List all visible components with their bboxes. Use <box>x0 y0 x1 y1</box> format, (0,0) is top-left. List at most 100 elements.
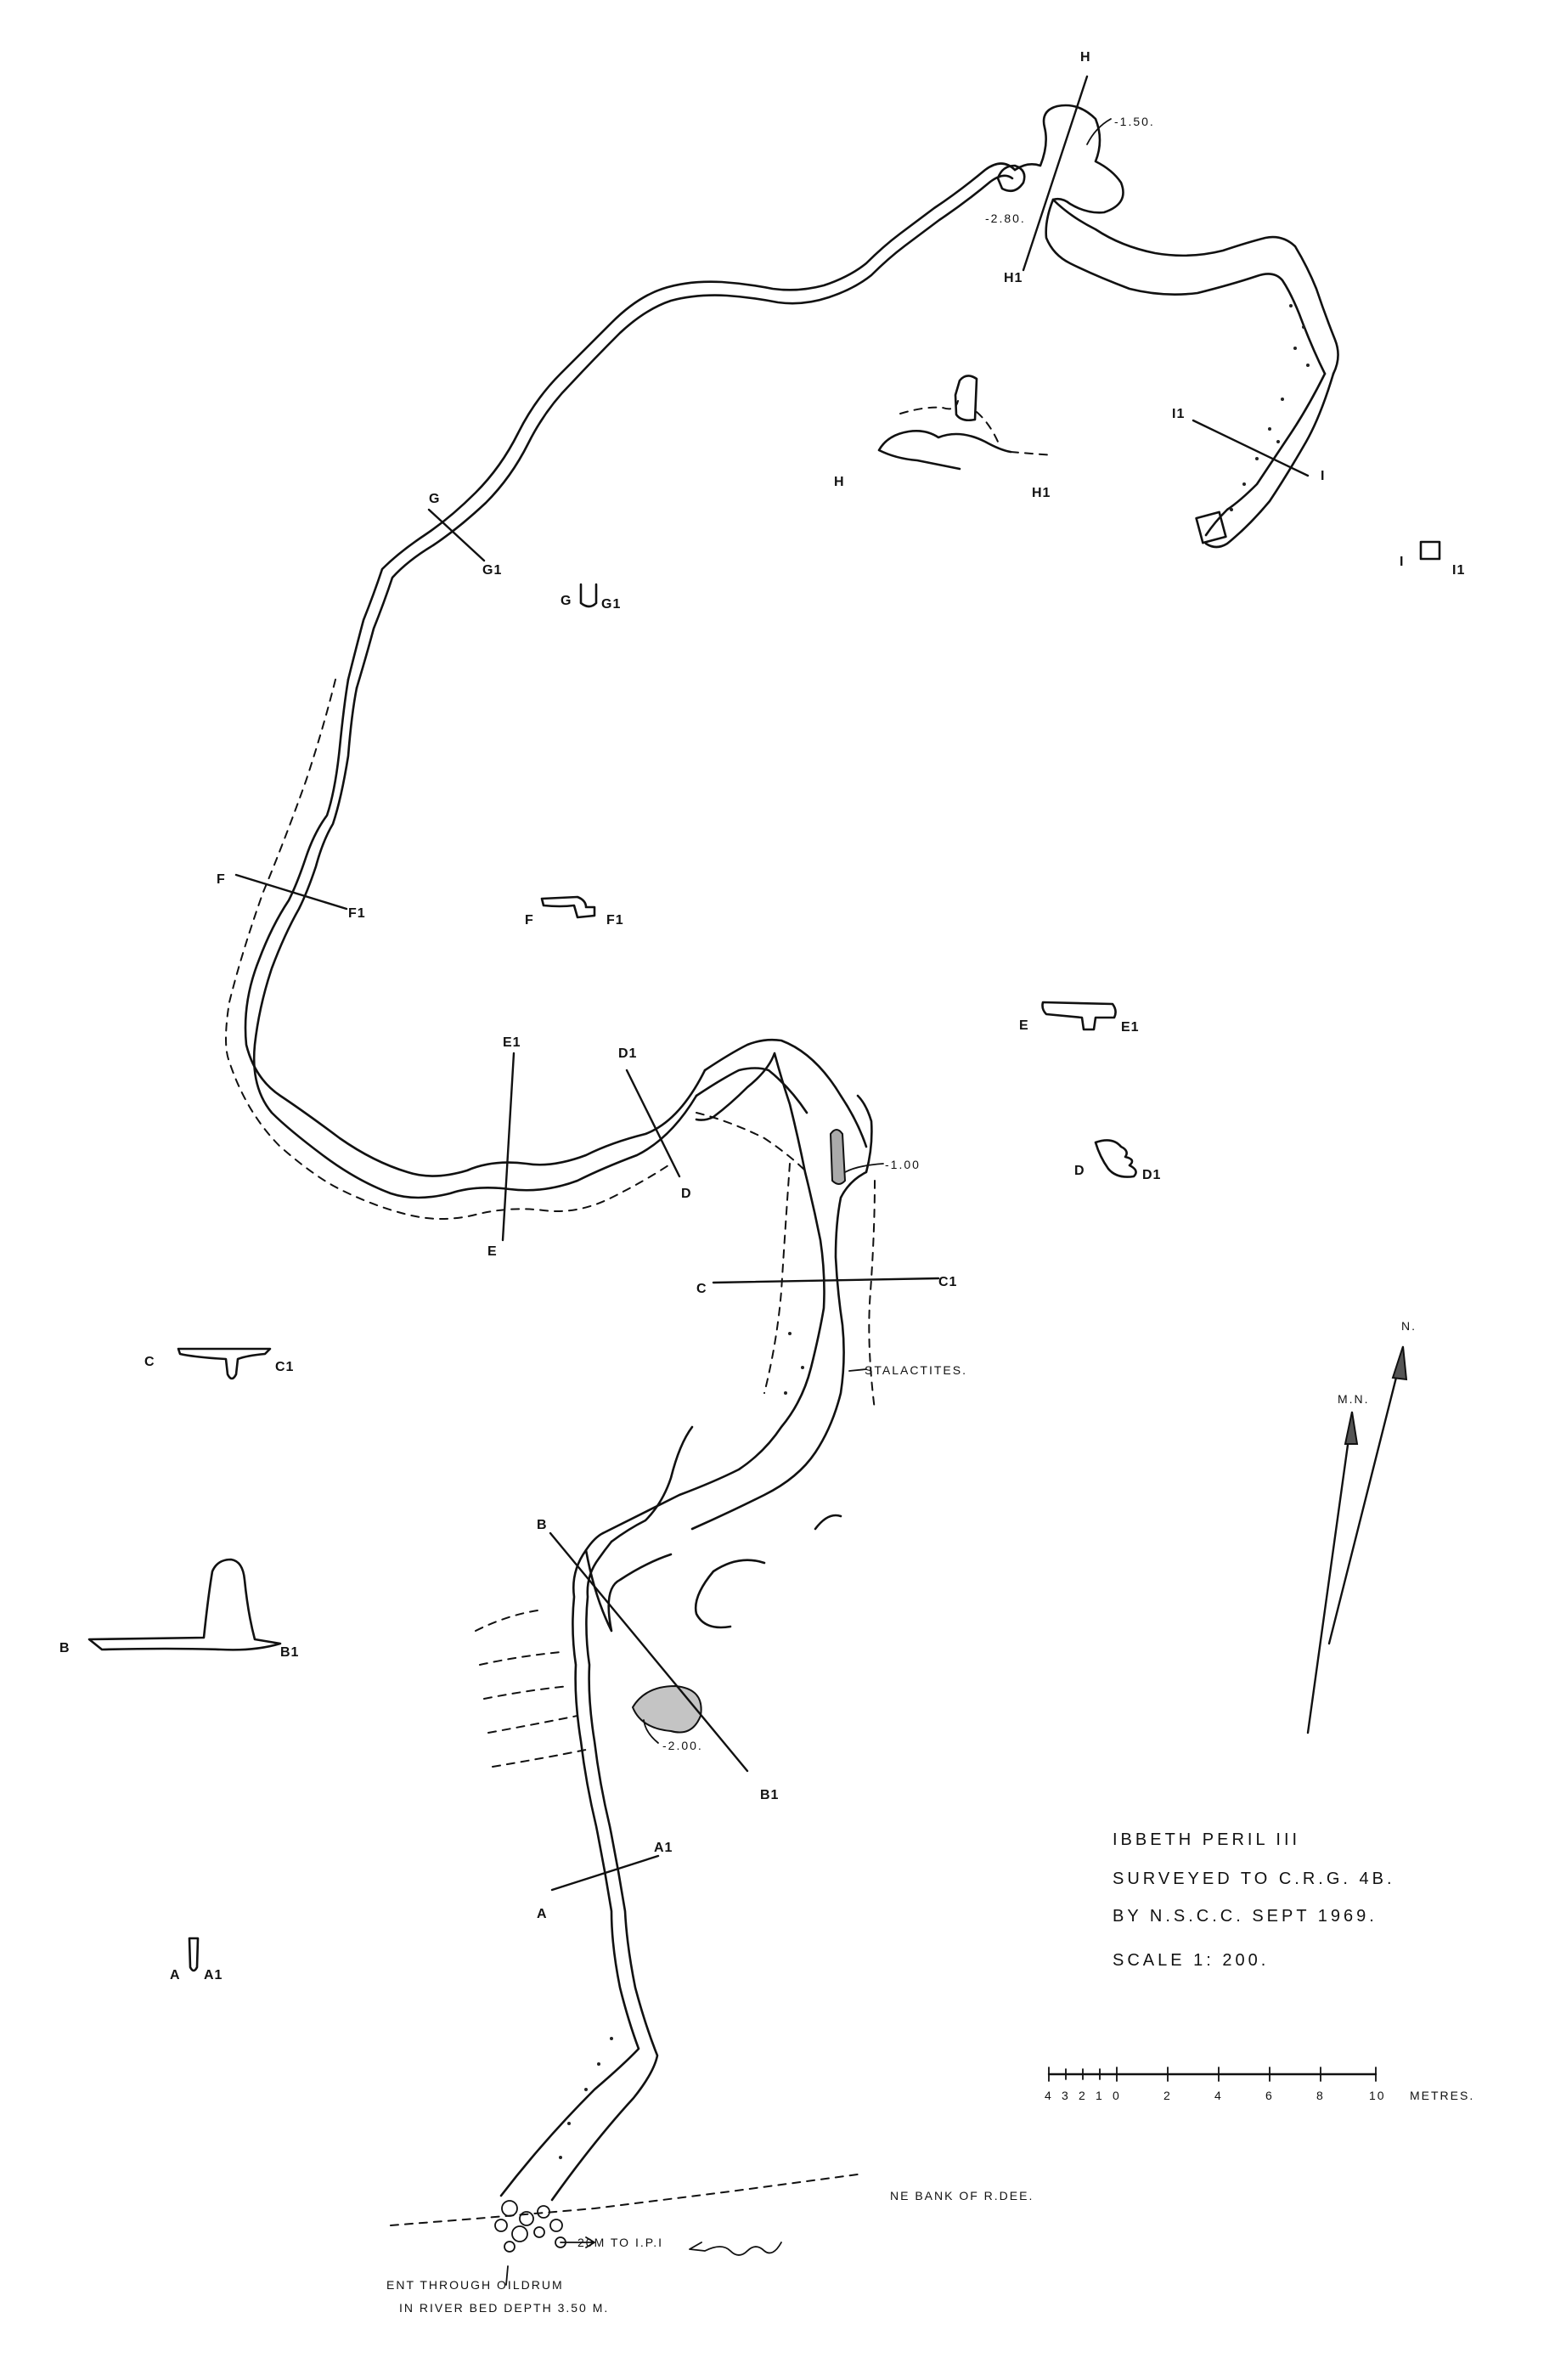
scale-tick-0: 0 <box>1113 2089 1121 2102</box>
passage-wall-right-lower <box>550 1540 659 2202</box>
b-chamber-dash-5 <box>492 1749 587 1768</box>
profile-c <box>177 1347 272 1380</box>
passage-i-end <box>1195 510 1227 544</box>
passage-i-lower-2 <box>1204 372 1335 549</box>
b-chamber-dash-2 <box>479 1651 561 1666</box>
title-block: IBBETH PERIL III SURVEYED TO C.R.G. 4B. … <box>1113 1830 1395 1970</box>
scale-tick-4: 4 <box>1045 2089 1053 2102</box>
depth-b-pool: -2.00. <box>662 1739 703 1752</box>
section-line-f <box>234 873 348 911</box>
title-scale: SCALE 1: 200. <box>1113 1951 1269 1970</box>
depth-d-side: -1.00 <box>885 1158 921 1171</box>
passage-wall-def-inner <box>252 686 698 1199</box>
section-line-b <box>549 1531 749 1773</box>
label-a1-profile: A1 <box>204 1968 223 1982</box>
label-c: C <box>696 1282 707 1296</box>
scale-tick-6: 6 <box>1265 2089 1274 2102</box>
passage-i-wall-outer <box>1051 198 1339 375</box>
section-line-e <box>501 1052 516 1242</box>
label-c-profile: C <box>144 1355 155 1369</box>
magnetic-north-head <box>1344 1411 1359 1445</box>
title-line2: SURVEYED TO C.R.G. 4B. <box>1113 1870 1395 1888</box>
label-a: A <box>537 1907 548 1921</box>
magnetic-north-line <box>1306 1413 1354 1734</box>
label-e-profile: E <box>1019 1018 1029 1033</box>
river-flow-arrow <box>689 2242 782 2256</box>
passage-wall-def-outer <box>244 678 707 1177</box>
north-arrows <box>1306 1345 1408 1734</box>
label-d-profile: D <box>1074 1164 1085 1178</box>
label-i: I <box>1321 469 1325 483</box>
label-e: E <box>487 1244 498 1259</box>
passage-h-chamber-inner <box>1045 198 1327 375</box>
cross-sections <box>87 375 1441 1972</box>
passage-wall-bc-right <box>690 1094 873 1531</box>
label-b1-profile: B1 <box>280 1645 299 1660</box>
label-f-profile: F <box>525 913 534 928</box>
dashed-passage-d <box>696 1112 808 1173</box>
passage-wall-left-lower <box>499 1531 640 2197</box>
b-chamber-dash-4 <box>487 1715 578 1734</box>
passage-h-chamber <box>1013 104 1124 214</box>
profile-d <box>1094 1139 1137 1178</box>
b-chamber-detail <box>475 1514 842 1768</box>
title-line3: BY N.S.C.C. SEPT 1969. <box>1113 1907 1378 1926</box>
note-stalactites: STALACTITES. <box>865 1363 967 1377</box>
label-i1-profile: I1 <box>1452 563 1465 578</box>
profile-b <box>87 1558 282 1651</box>
section-line-c <box>712 1277 940 1284</box>
dashed-passages <box>225 679 876 1411</box>
profile-a <box>188 1937 200 1972</box>
label-f1: F1 <box>348 906 366 921</box>
true-north-head <box>1391 1345 1408 1381</box>
label-b-profile: B <box>59 1641 70 1655</box>
label-c1-profile: C1 <box>275 1360 294 1374</box>
depth-labels: -1.50. -2.80. -1.00 -2.00. <box>662 115 1155 1752</box>
profile-e <box>1041 1001 1117 1031</box>
notes: STALACTITES. NE BANK OF R.DEE. 20M TO I.… <box>386 1363 1032 2315</box>
label-magnetic-north: M.N. <box>1338 1392 1370 1406</box>
label-g1: G1 <box>482 563 502 578</box>
profile-h-dash <box>899 400 1054 456</box>
passage-wall-bc-left <box>601 1052 825 1535</box>
label-h-profile: H <box>834 475 845 489</box>
pool-b <box>631 1684 702 1734</box>
passage-wall-b-chamber <box>584 1425 694 1633</box>
north-labels: M.N. N. <box>1338 1319 1415 1406</box>
label-g: G <box>429 492 440 506</box>
label-e1-profile: E1 <box>1121 1020 1140 1035</box>
profile-h <box>877 375 1012 471</box>
scale-tick-3: 3 <box>1062 2089 1070 2102</box>
label-i1: I1 <box>1172 407 1185 421</box>
label-h1: H1 <box>1004 271 1023 285</box>
b-chamber-dash-1 <box>475 1609 544 1632</box>
scale-bar-labels: 4 3 2 1 0 2 4 6 8 10 METRES. <box>1045 2089 1473 2102</box>
scale-tick-8: 8 <box>1316 2089 1325 2102</box>
passage-h-loop <box>996 164 1026 193</box>
title-line1: IBBETH PERIL III <box>1113 1830 1300 1849</box>
b-chamber-loop <box>694 1559 766 1629</box>
scale-tick-10: 10 <box>1369 2089 1386 2102</box>
note-entrance-line2: IN RIVER BED DEPTH 3.50 M. <box>399 2301 609 2315</box>
profile-f <box>540 895 596 919</box>
section-lines <box>234 75 1310 1892</box>
label-f: F <box>217 872 226 887</box>
label-i-profile: I <box>1400 555 1404 569</box>
label-g-profile: G <box>561 594 572 608</box>
passage-wall-fg-inner <box>355 174 1014 690</box>
passage-wall-fg-outer <box>346 162 1017 681</box>
profile-i <box>1419 540 1441 561</box>
label-h: H <box>1080 50 1091 65</box>
dashed-passage-west <box>225 679 672 1220</box>
entrance-boulders <box>494 2200 566 2253</box>
section-line-d <box>625 1069 681 1178</box>
label-g1-profile: G1 <box>601 597 621 612</box>
section-line-g <box>427 508 486 562</box>
label-h1-profile: H1 <box>1032 486 1051 500</box>
note-to-ipi: 20M TO I.P.I <box>577 2236 663 2249</box>
depth-h-top: -1.50. <box>1114 115 1155 128</box>
dashed-passage-center <box>763 1163 876 1411</box>
section-line-h <box>1022 75 1089 272</box>
label-b1: B1 <box>760 1788 779 1802</box>
